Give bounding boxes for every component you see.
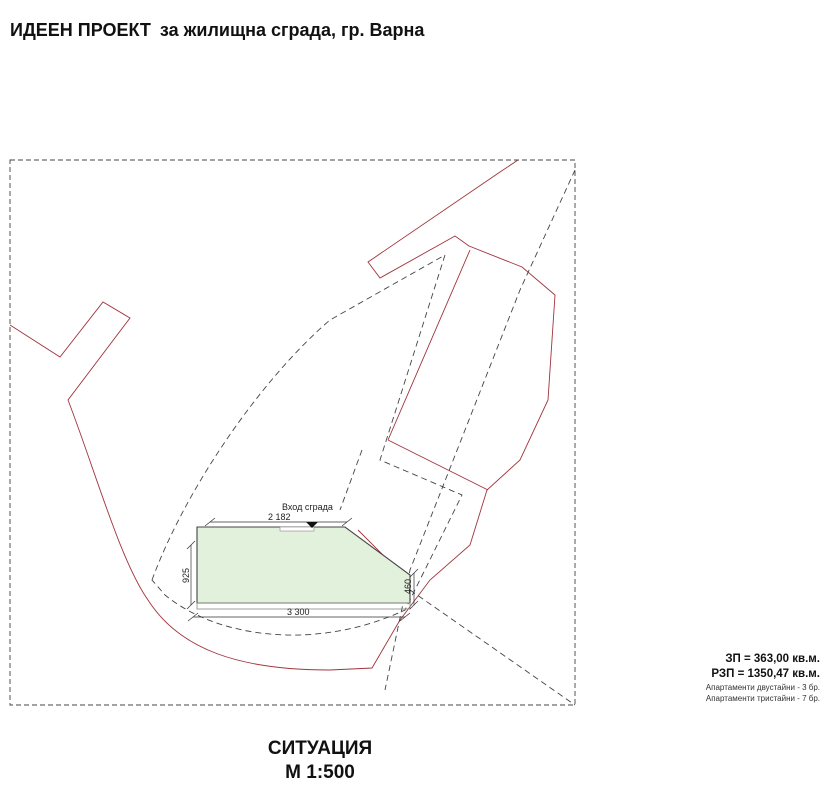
drawing-frame xyxy=(9,159,576,706)
three-room-apartments: Апартаменти тристайни - 7 бр. xyxy=(705,694,820,703)
built-area: ЗП = 363,00 кв.м. xyxy=(725,653,820,665)
dimension-left: 925 xyxy=(181,568,191,583)
project-title: ИДЕЕН ПРОЕКТ за жилищна сграда, гр. Варна xyxy=(10,20,424,41)
building-footprint xyxy=(196,526,411,604)
entrance-label: Вход сграда xyxy=(282,502,333,512)
project-title-rest: за жилищна сграда, гр. Варна xyxy=(159,20,425,40)
dimension-lines xyxy=(186,517,419,622)
construction-lines xyxy=(151,169,576,706)
entrance-step xyxy=(279,526,315,532)
entrance-arrow-icon xyxy=(306,522,318,528)
dimension-top: 2 182 xyxy=(268,512,291,522)
caption-scale: М 1:500 xyxy=(285,762,355,783)
caption-title: СИТУАЦИЯ xyxy=(267,738,373,759)
area-stats: ЗП = 363,00 кв.м. РЗП = 1350,47 кв.м. Ап… xyxy=(680,652,820,704)
two-room-apartments: Апартаменти двустайни - 3 бр. xyxy=(705,683,820,692)
drawing-caption: СИТУАЦИЯ М 1:500 xyxy=(200,737,440,785)
building-base-band xyxy=(196,602,411,610)
plot-boundary xyxy=(9,159,556,671)
dimension-bottom: 3 300 xyxy=(287,607,310,617)
gross-floor-area: РЗП = 1350,47 кв.м. xyxy=(711,668,820,680)
project-title-bold: ИДЕЕН ПРОЕКТ xyxy=(10,20,151,40)
dimension-right: 460 xyxy=(403,579,413,594)
